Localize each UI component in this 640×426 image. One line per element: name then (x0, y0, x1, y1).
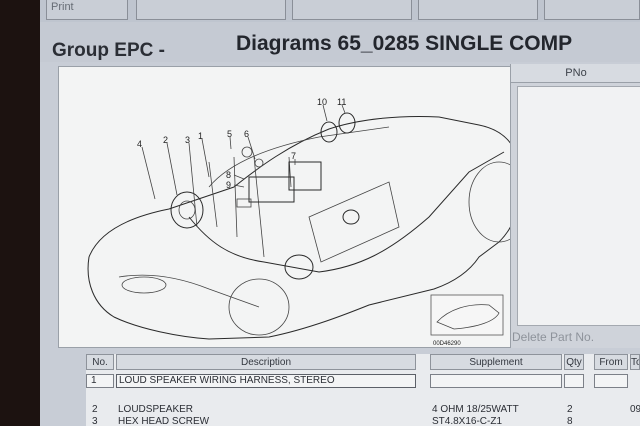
door-panel (308, 181, 400, 263)
col-description[interactable]: Description (116, 354, 416, 370)
row2-supplement: 4 OHM 18/25WATT (432, 404, 519, 415)
windshield-line (208, 126, 390, 188)
epc-window: Print Group EPC - Diagrams 65_0285 SINGL… (40, 0, 640, 426)
speaker-left (170, 191, 204, 229)
diagram-title: Diagrams 65_0285 SINGLE COMP (236, 32, 573, 55)
row2-description: LOUDSPEAKER (118, 404, 194, 415)
car-wiring-diagram: 4 2 3 1 5 6 7 8 9 10 11 00D46290 (87, 97, 530, 347)
row1-no-box[interactable]: 1 (86, 374, 114, 388)
callout-9: 9 (226, 180, 231, 190)
row1-description: LOUD SPEAKER WIRING HARNESS, STEREO (119, 375, 335, 386)
group-label: Group EPC - (52, 40, 165, 61)
header: Group EPC - Diagrams 65_0285 SINGLE COMP (40, 22, 640, 62)
col-to[interactable]: To (630, 354, 640, 370)
row3-qty: 8 (567, 416, 573, 426)
speaker-left-cone (178, 200, 196, 220)
callout-8: 8 (226, 170, 231, 180)
grille (121, 276, 167, 294)
row1-supplement-box[interactable] (430, 374, 562, 388)
harness-branches (208, 156, 292, 258)
speaker-rear (342, 209, 360, 225)
tweeter-10 (320, 121, 338, 143)
toolbar: Print (40, 0, 640, 22)
toolbar-button-2[interactable] (136, 0, 286, 20)
callout-7: 7 (291, 151, 296, 161)
thumbnail-code: 00D46290 (433, 341, 461, 347)
col-from[interactable]: From (594, 354, 628, 370)
parts-table: No. Description Supplement Qty From To 1… (86, 354, 640, 426)
pno-panel: PNo (510, 64, 640, 348)
front-wheel (228, 278, 290, 336)
callout-10: 10 (317, 97, 327, 107)
table-row-selected[interactable]: LOUD SPEAKER WIRING HARNESS, STEREO (116, 374, 416, 388)
callout-1: 1 (198, 131, 203, 141)
hood-line (118, 274, 260, 308)
row3-description: HEX HEAD SCREW (118, 416, 210, 426)
pno-header: PNo (511, 64, 640, 83)
callout-2: 2 (163, 135, 168, 145)
speaker-right-door (284, 254, 314, 280)
callout-11: 11 (337, 97, 346, 107)
callout-3: 3 (185, 135, 190, 145)
col-supplement[interactable]: Supplement (430, 354, 562, 370)
row2-no: 2 (92, 404, 98, 415)
row3-supplement: ST4.8X16-C-Z1 (432, 416, 503, 426)
wiring-harness (188, 151, 505, 273)
print-button[interactable]: Print (46, 0, 128, 20)
row2-to: 09 (630, 404, 640, 415)
fitting-6 (254, 158, 264, 168)
connector (236, 198, 252, 208)
row1-qty-box[interactable] (564, 374, 584, 388)
toolbar-button-3[interactable] (292, 0, 412, 20)
tweeter-11 (338, 112, 356, 134)
pno-list[interactable] (517, 86, 640, 326)
radio-box (288, 161, 322, 191)
callout-4: 4 (137, 139, 142, 149)
callout-6: 6 (244, 129, 249, 139)
thumbnail-frame (430, 294, 504, 336)
toolbar-button-4[interactable] (418, 0, 538, 20)
col-no[interactable]: No. (86, 354, 114, 370)
row1-from-box[interactable] (594, 374, 628, 388)
row2-qty: 2 (567, 404, 573, 415)
delete-part-button[interactable]: Delete Part No. (512, 330, 595, 344)
toolbar-button-5[interactable] (544, 0, 640, 20)
callout-5: 5 (227, 129, 232, 139)
amplifier-box (248, 176, 295, 203)
thumbnail-car (436, 304, 500, 330)
row1-no: 1 (91, 375, 97, 386)
row3-no: 3 (92, 416, 98, 426)
diagram-panel[interactable]: 4 2 3 1 5 6 7 8 9 10 11 00D46290 (58, 66, 546, 348)
col-qty[interactable]: Qty (564, 354, 584, 370)
callout-leaders (141, 104, 346, 228)
fitting-5 (241, 146, 253, 158)
